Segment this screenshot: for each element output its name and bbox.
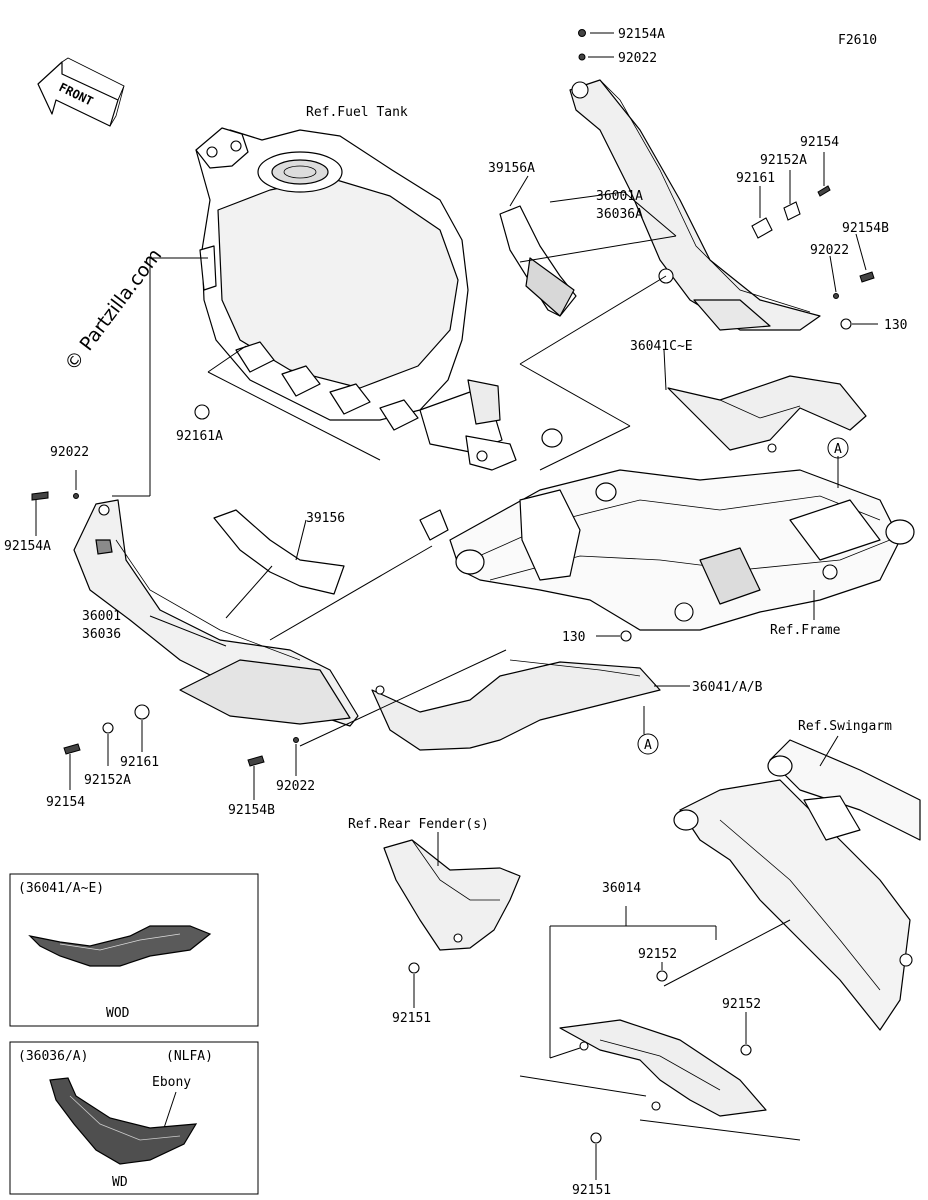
part-number: 92154A — [4, 539, 51, 554]
part-number: 92154B — [842, 221, 889, 236]
grommet-92161-bottom-icon — [134, 704, 150, 720]
part-number: 92161 — [736, 171, 775, 186]
part-number: 36036A — [596, 207, 643, 222]
inset-2-variant: (NLFA) — [166, 1049, 213, 1064]
bolt-92154-bottom-icon — [63, 743, 81, 755]
bolt-130-bottom-icon — [620, 630, 632, 642]
part-number-labels: 92154A 92022 39156A 36001A 36036A 92154 … — [4, 27, 907, 1198]
inset-36036-box: (36036/A) (NLFA) Ebony WD — [9, 1041, 259, 1195]
grommet-92152-b-icon — [740, 1044, 752, 1056]
part-number: 92161A — [176, 429, 223, 444]
collar-92152a-top-icon — [783, 201, 801, 221]
part-number: 92161 — [120, 755, 159, 770]
bolt-92151-b-icon — [590, 1132, 602, 1144]
part-number: 39156 — [306, 511, 345, 526]
part-number: 130 — [562, 630, 585, 645]
pad-39156-illustration — [213, 509, 345, 595]
left-side-cover-illustration — [73, 499, 359, 727]
part-number: 92022 — [276, 779, 315, 794]
diagram-code: F2610 — [838, 33, 877, 48]
inset-1-caption: WOD — [106, 1006, 130, 1021]
inset-2-color: Ebony — [152, 1075, 191, 1090]
bolt-92154a-icon — [578, 29, 586, 37]
ref-fuel-tank: Ref.Fuel Tank — [306, 105, 408, 120]
part-number: 92152A — [84, 773, 131, 788]
bolt-92154a-left-icon — [31, 491, 49, 501]
part-number: 92152A — [760, 153, 807, 168]
part-number: 92022 — [618, 51, 657, 66]
pad-39156a-illustration — [499, 205, 577, 317]
fuel-tank-illustration — [195, 127, 517, 471]
washer-92022-bottom-icon — [293, 737, 299, 743]
frame-illustration — [419, 428, 915, 631]
callout-a-top-label: A — [834, 442, 842, 457]
inset-2-title: (36036/A) — [18, 1049, 88, 1064]
collar-92152a-bottom-icon — [102, 722, 114, 734]
lower-cowl-left-illustration — [371, 659, 661, 751]
part-number: 92154A — [618, 27, 665, 42]
inset-1-title: (36041/A~E) — [18, 881, 104, 896]
grommet-92152-a-icon — [656, 970, 668, 982]
right-side-cover-illustration — [569, 79, 821, 331]
grommet-92161-top-icon — [751, 217, 773, 239]
part-number: 92152 — [722, 997, 761, 1012]
washer-92022-icon — [578, 53, 586, 61]
callout-a-bottom-label: A — [644, 738, 652, 753]
part-number: 92154 — [800, 135, 839, 150]
part-number: 36001 — [82, 609, 121, 624]
hardware-icons — [31, 29, 875, 1144]
ref-rear-fender: Ref.Rear Fender(s) — [348, 817, 489, 832]
leader-lines — [35, 32, 878, 1180]
ref-frame: Ref.Frame — [770, 623, 841, 638]
part-number: 130 — [884, 318, 907, 333]
chain-cover-illustration — [559, 1019, 767, 1117]
bolt-130-top-icon — [840, 318, 852, 330]
part-number: 92154 — [46, 795, 85, 810]
bolt-92154-top-icon — [817, 185, 831, 197]
inset-36041-box: (36041/A~E) WOD — [9, 873, 259, 1027]
part-number: 36041/A/B — [692, 680, 763, 695]
part-number: 92022 — [810, 243, 849, 258]
front-arrow-icon — [37, 57, 125, 127]
washer-92022-mid-icon — [833, 293, 839, 299]
part-number: 92152 — [638, 947, 677, 962]
part-number: 92022 — [50, 445, 89, 460]
rear-fender-illustration — [383, 839, 521, 951]
bolt-92154b-top-icon — [859, 271, 875, 283]
bolt-92154b-bottom-icon — [247, 755, 265, 767]
bolt-92151-a-icon — [408, 962, 420, 974]
inset-2-caption: WD — [112, 1175, 128, 1190]
part-number: 36001A — [596, 189, 643, 204]
part-number: 92151 — [392, 1011, 431, 1026]
part-number: 36036 — [82, 627, 121, 642]
part-number: 92151 — [572, 1183, 611, 1198]
grommet-92161a-icon — [194, 404, 210, 420]
callout-a-top — [827, 437, 849, 459]
callout-a-bottom — [637, 733, 659, 755]
washer-92022-left-icon — [73, 493, 79, 499]
part-number: 36014 — [602, 881, 641, 896]
part-number: 36041C~E — [630, 339, 693, 354]
part-number: 39156A — [488, 161, 535, 176]
ref-swingarm: Ref.Swingarm — [798, 719, 892, 734]
swingarm-illustration — [673, 739, 921, 1031]
part-number: 92154B — [228, 803, 275, 818]
lower-cowl-right-illustration — [667, 375, 867, 453]
